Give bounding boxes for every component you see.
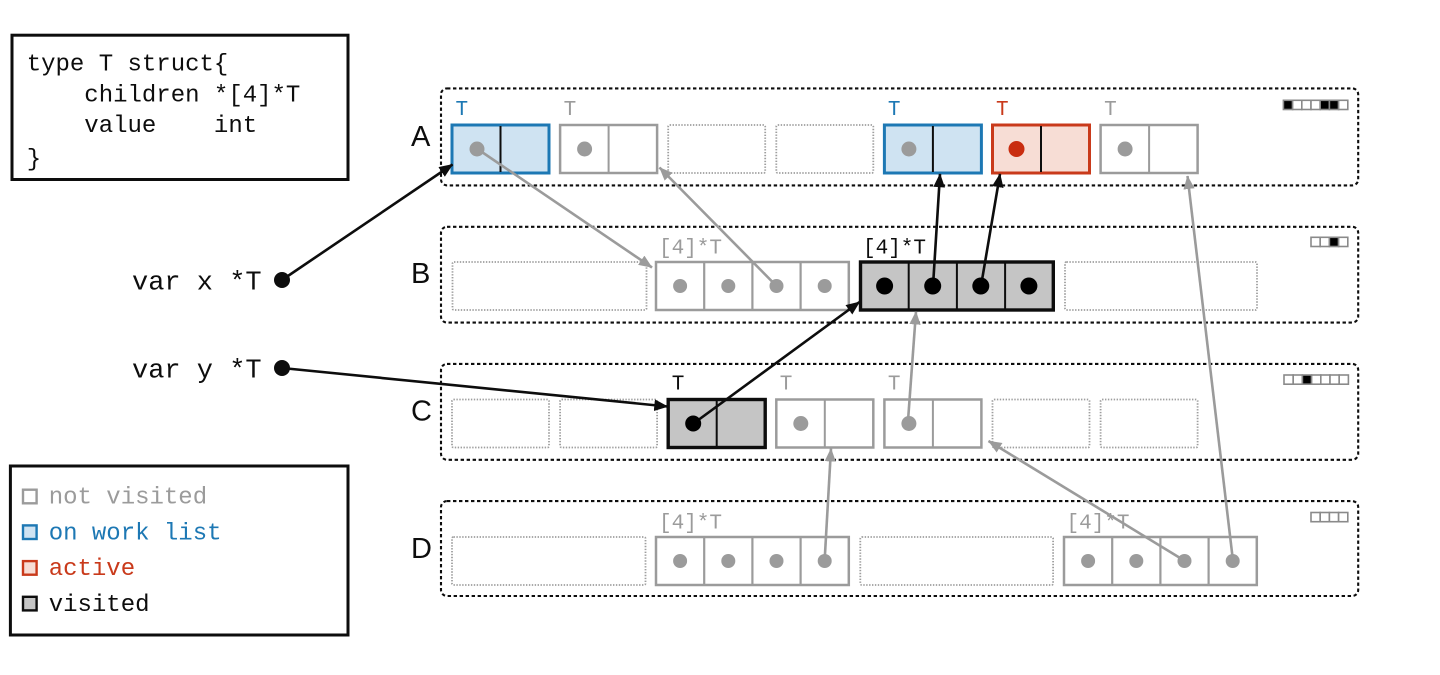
svg-text:var y *T: var y *T (132, 357, 262, 387)
svg-text:[4]*T: [4]*T (659, 513, 722, 536)
svg-text:on work list: on work list (49, 520, 222, 547)
svg-text:visited: visited (49, 592, 150, 619)
svg-text:C: C (411, 396, 432, 428)
svg-text:T: T (672, 374, 685, 397)
svg-text:value int: value int (27, 113, 257, 140)
svg-text:[4]*T: [4]*T (1067, 513, 1130, 536)
svg-text:[4]*T: [4]*T (863, 238, 926, 261)
svg-text:T: T (1104, 99, 1117, 122)
svg-text:active: active (49, 556, 135, 583)
svg-text:D: D (411, 533, 432, 565)
svg-text:T: T (456, 99, 469, 122)
svg-text:T: T (996, 99, 1009, 122)
svg-text:B: B (411, 258, 430, 290)
svg-text:type T struct{: type T struct{ (27, 52, 229, 79)
svg-text:}: } (27, 146, 41, 173)
svg-text:T: T (888, 99, 901, 122)
svg-text:[4]*T: [4]*T (659, 238, 722, 261)
svg-text:T: T (780, 374, 793, 397)
svg-text:var x *T: var x *T (132, 269, 262, 299)
svg-text:children *[4]*T: children *[4]*T (27, 82, 301, 109)
svg-text:A: A (411, 121, 431, 153)
svg-text:T: T (564, 99, 577, 122)
svg-text:not visited: not visited (49, 485, 207, 512)
svg-text:T: T (888, 374, 901, 397)
